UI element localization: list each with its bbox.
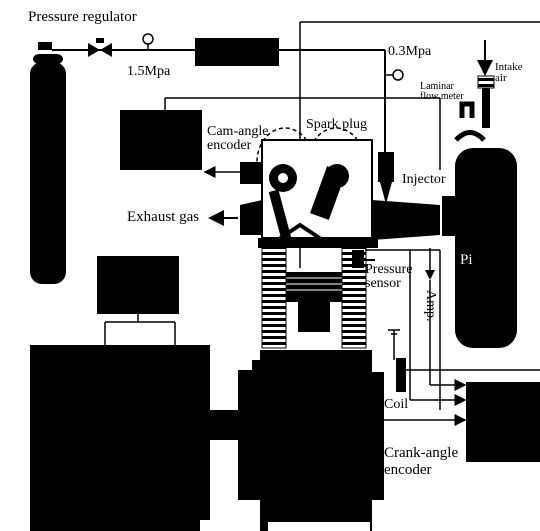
injection-pressure-label: 0.3Mpa xyxy=(388,45,431,59)
intake-air-label: Intake air xyxy=(495,62,522,84)
dynamometer xyxy=(30,256,245,531)
gas-cylinder xyxy=(30,42,66,284)
fuel-supply-line xyxy=(52,34,195,57)
exhaust-gas-label: Exhaust gas xyxy=(127,210,199,225)
crank-angle-encoder-label: Crank-angle encoder xyxy=(384,445,458,478)
coil-label: Coil xyxy=(384,398,408,412)
supply-pressure-label: 1.5Mpa xyxy=(127,65,170,79)
engine-block xyxy=(238,248,384,531)
spark-plug-label: Spark plug xyxy=(306,118,367,132)
pi-label: Pi xyxy=(460,253,473,268)
cam-angle-encoder-label: Cam-angle encoder xyxy=(207,125,268,153)
injector-label: Injector xyxy=(402,173,446,187)
pressure-sensor-label: Pressure sensor xyxy=(365,263,412,291)
cylinder-head xyxy=(240,128,440,248)
pressure-regulator-label: Pressure regulator xyxy=(28,10,137,25)
laminar-flow-meter-label: Laminar flow meter xyxy=(420,82,464,102)
amp-label: Amp. xyxy=(423,290,437,322)
